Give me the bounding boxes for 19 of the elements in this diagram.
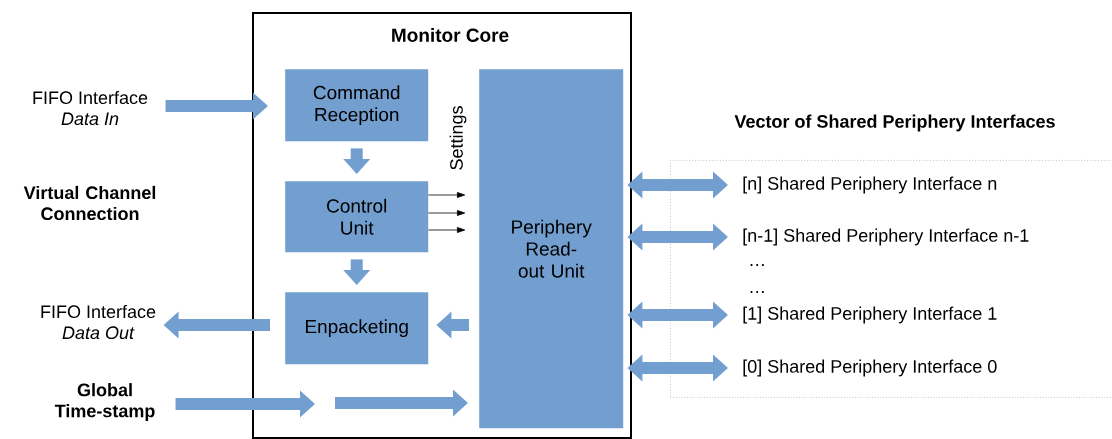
arrow: [428, 227, 466, 233]
interface-label: [n] Shared Periphery Interface n: [743, 176, 997, 194]
node-label: Vector of Shared Periphery Interfaces: [734, 114, 1055, 132]
interface-label: [0] Shared Periphery Interface 0: [743, 359, 997, 377]
port-label: FIFO Interface Data Out: [41, 304, 156, 340]
heading-label: Virtual Channel Connection: [23, 185, 156, 221]
process-box: Control Unit: [285, 181, 429, 253]
process-box: Enpacketing: [285, 292, 429, 365]
interface-label: [n-1] Shared Periphery Interface n-1: [743, 228, 1029, 246]
arrow: [428, 192, 466, 198]
process-box: Command Reception: [285, 69, 429, 142]
ellipsis: …: [750, 291, 764, 293]
arrow: [428, 210, 466, 216]
port-label: FIFO Interface Data In: [33, 90, 148, 126]
signal-label: Settings: [449, 106, 467, 170]
interface-label: [1] Shared Periphery Interface 1: [743, 306, 997, 324]
port-label: Global Time-stamp: [54, 383, 155, 421]
process-box: Periphery Read-out Unit: [479, 69, 624, 429]
ellipsis: …: [750, 264, 764, 266]
